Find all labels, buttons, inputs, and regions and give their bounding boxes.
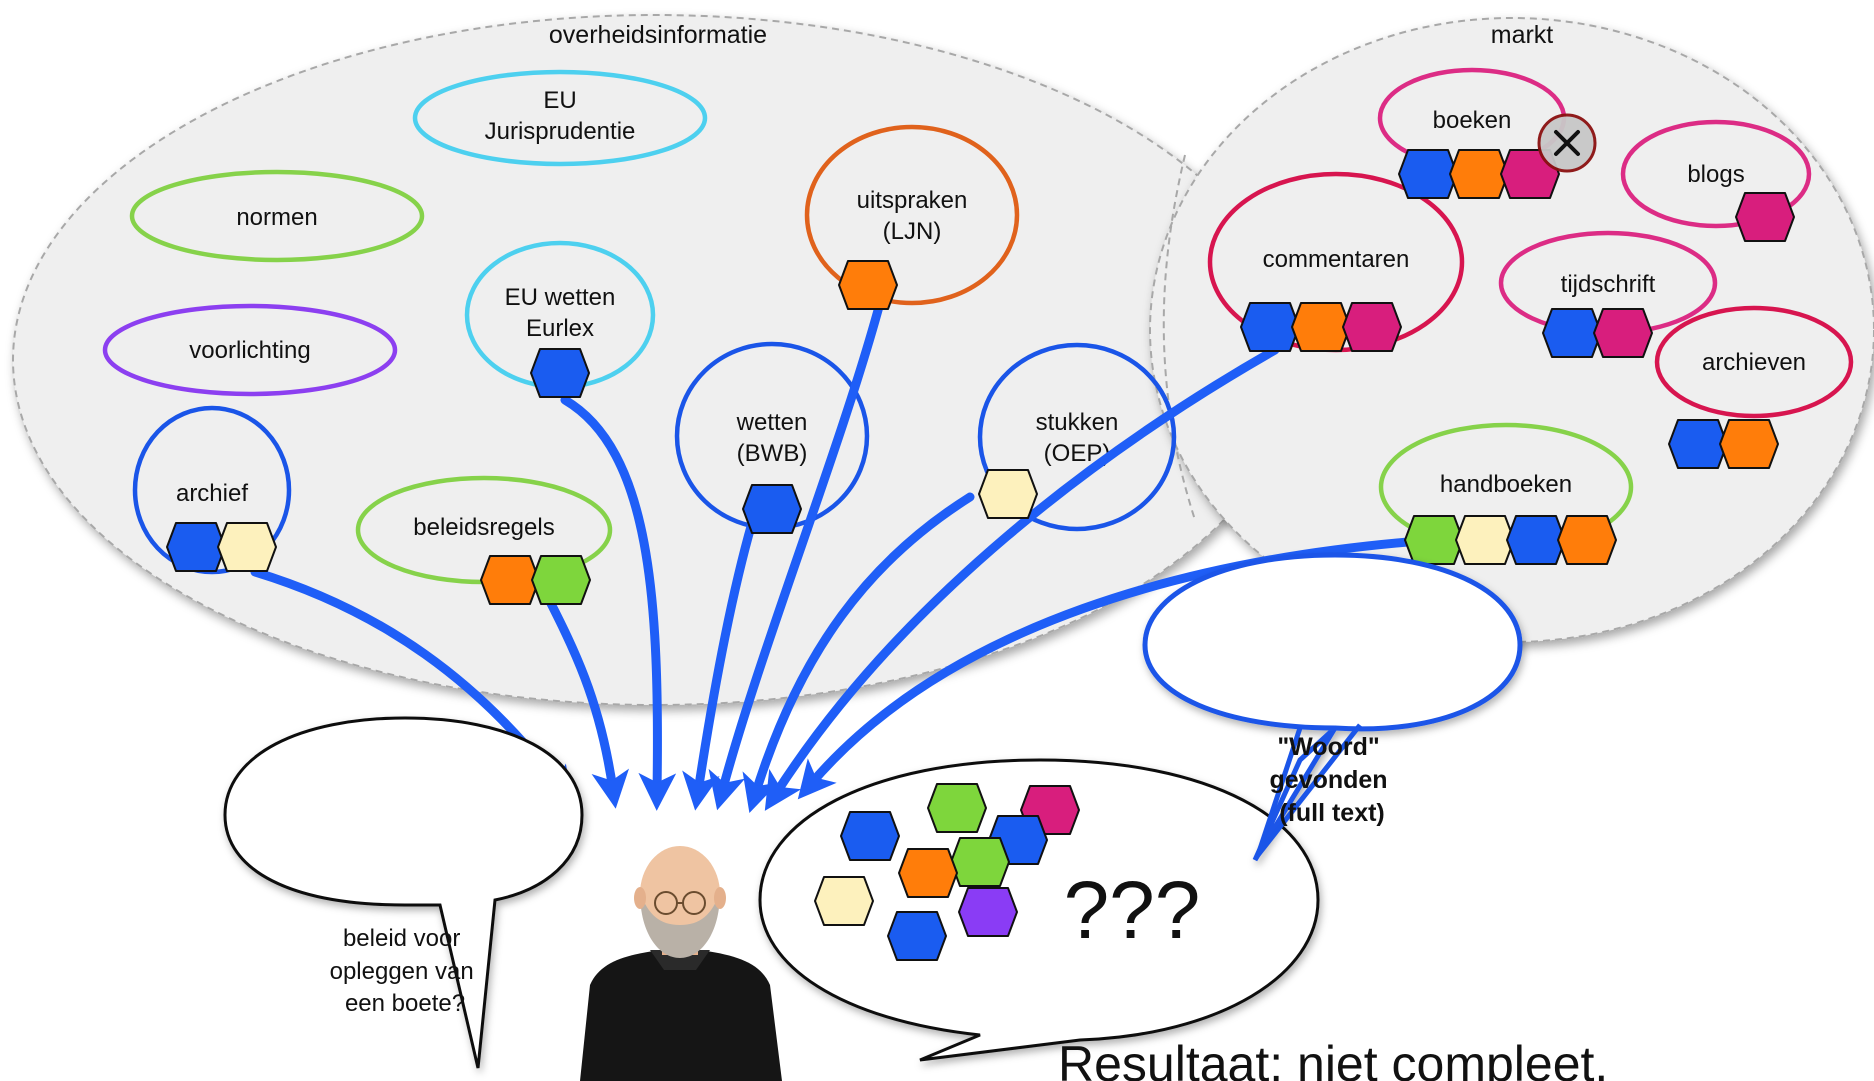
document-tag-cream bbox=[217, 522, 277, 572]
document-tag-orange bbox=[1719, 419, 1779, 469]
found-line-2: gevonden bbox=[1269, 766, 1387, 794]
result-caption: Resultaat: niet compleet. bbox=[1058, 1036, 1608, 1081]
source-label: EU bbox=[543, 87, 576, 114]
search-arrow bbox=[535, 577, 629, 809]
document-tag-pink bbox=[1342, 302, 1402, 352]
document-tag-blue bbox=[1398, 149, 1458, 199]
source-label: boeken bbox=[1433, 107, 1512, 134]
document-tag-cream bbox=[814, 876, 874, 926]
source-label: (LJN) bbox=[883, 218, 942, 245]
source-label: handboeken bbox=[1440, 471, 1572, 498]
close-icon bbox=[1537, 113, 1597, 173]
source-beleidsregels: beleidsregels bbox=[355, 475, 613, 585]
question-line-3: een boete? bbox=[345, 990, 465, 1017]
document-tag-cream bbox=[978, 469, 1038, 519]
question-line-2: opleggen van bbox=[330, 958, 474, 985]
source-label: normen bbox=[236, 204, 317, 231]
svg-text:"Woord" gevonden (: "Woord" gevonden (full text) bbox=[1269, 733, 1394, 827]
document-tag-orange bbox=[1291, 302, 1351, 352]
source-label: wetten bbox=[736, 409, 808, 436]
document-tag-orange bbox=[1557, 515, 1617, 565]
source-label: tijdschrift bbox=[1561, 271, 1656, 298]
document-tag-blue bbox=[166, 522, 226, 572]
document-tag-orange bbox=[1449, 149, 1509, 199]
source-label: EU wetten bbox=[505, 284, 616, 311]
region-government-label: overheidsinformatie bbox=[549, 21, 767, 49]
question-line-1: beleid voor bbox=[343, 925, 460, 952]
source-label: beleidsregels bbox=[413, 514, 554, 541]
source-label: Eurlex bbox=[526, 315, 594, 342]
document-tag-blue bbox=[1542, 308, 1602, 358]
document-tag-purple bbox=[958, 887, 1018, 937]
found-line-1: "Woord" bbox=[1277, 733, 1379, 761]
search-arrow bbox=[682, 518, 757, 811]
document-tag-blue bbox=[742, 484, 802, 534]
source-voorlichting: voorlichting bbox=[102, 303, 398, 397]
found-line-3: (full text) bbox=[1279, 799, 1385, 827]
source-label: Jurisprudentie bbox=[485, 118, 636, 145]
search-arrow bbox=[742, 492, 975, 814]
found-speech-bubble: "Woord" gevonden (full text) bbox=[1142, 552, 1523, 862]
source-uitspraken: uitspraken (LJN) bbox=[804, 124, 1020, 306]
question-speech-bubble: beleid voor opleggen van een boete? bbox=[223, 716, 584, 1069]
source-blogs: blogs bbox=[1620, 119, 1812, 229]
source-label: stukken bbox=[1036, 409, 1119, 436]
search-arrow bbox=[797, 537, 1413, 800]
source-eu-jurisprudentie: EU Jurisprudentie bbox=[412, 69, 708, 167]
search-arrow bbox=[764, 345, 1280, 811]
document-tag-green bbox=[531, 555, 591, 605]
source-normen: normen bbox=[129, 169, 425, 263]
document-tag-green bbox=[927, 783, 987, 833]
source-label: blogs bbox=[1687, 161, 1744, 188]
document-tag-blue bbox=[1240, 302, 1300, 352]
user-avatar bbox=[580, 846, 782, 1081]
document-tag-blue bbox=[887, 911, 947, 961]
question-marks: ??? bbox=[1064, 865, 1201, 956]
document-tag-green bbox=[1404, 515, 1464, 565]
source-label: (BWB) bbox=[737, 440, 808, 467]
document-tag-orange bbox=[898, 848, 958, 898]
document-tag-cream bbox=[1455, 515, 1515, 565]
document-tag-orange bbox=[838, 260, 898, 310]
document-tag-pink bbox=[1735, 192, 1795, 242]
source-label: archief bbox=[176, 480, 248, 507]
region-market-label: markt bbox=[1491, 21, 1554, 49]
svg-text:beleid voor opleggen van: beleid voor opleggen van een boete? bbox=[330, 925, 481, 1017]
document-tag-blue bbox=[1668, 419, 1728, 469]
source-label: archieven bbox=[1702, 349, 1806, 376]
document-tag-pink bbox=[1593, 308, 1653, 358]
source-label: uitspraken bbox=[857, 187, 968, 214]
document-tag-blue bbox=[840, 811, 900, 861]
region-government-overlap-border bbox=[1162, 154, 1196, 521]
search-arrow bbox=[708, 298, 885, 811]
document-tag-blue bbox=[1506, 515, 1566, 565]
source-archieven: archieven bbox=[1654, 305, 1854, 419]
source-stukken: stukken(OEP) bbox=[977, 342, 1177, 532]
source-label: voorlichting bbox=[189, 337, 310, 364]
document-tag-green bbox=[950, 837, 1010, 887]
search-arrow bbox=[560, 395, 677, 811]
source-label: commentaren bbox=[1263, 246, 1410, 273]
document-tag-orange bbox=[480, 555, 540, 605]
document-tag-blue bbox=[530, 348, 590, 398]
